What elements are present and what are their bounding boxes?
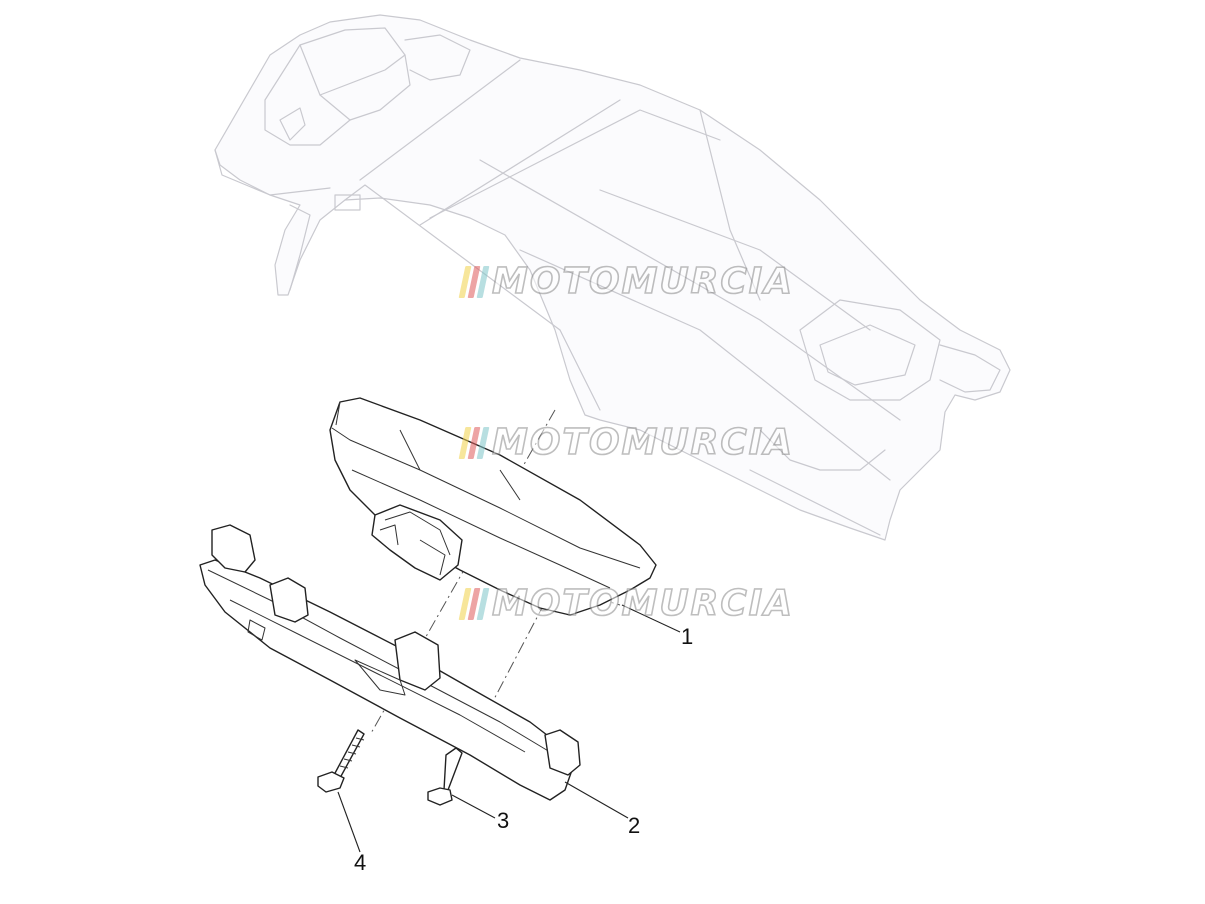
screw-short-part: [427, 747, 463, 806]
mounting-bracket-part: [199, 524, 581, 801]
callout-3: 3: [497, 808, 510, 833]
watermark-logo: MOTOMURCIA: [458, 583, 795, 624]
callout-4: 4: [354, 850, 367, 875]
leader-1: [621, 604, 681, 633]
watermark-text: MOTOMURCIA: [491, 422, 795, 463]
watermark-stripes: [458, 427, 490, 459]
watermark-text: MOTOMURCIA: [491, 261, 795, 302]
leader-2: [564, 781, 629, 819]
callout-leaders: [337, 604, 681, 853]
screw-long-part: [317, 729, 365, 793]
watermark-stripes: [458, 266, 490, 298]
watermark-text: MOTOMURCIA: [491, 583, 795, 624]
watermark-stripes: [458, 588, 490, 620]
watermark-logo: MOTOMURCIA: [458, 422, 795, 463]
leader-3: [451, 794, 496, 819]
callout-1: 1: [681, 624, 694, 649]
callout-2: 2: [628, 813, 641, 838]
handlebar-cover-ghost: [214, 14, 1011, 541]
leader-4: [337, 791, 361, 853]
instrument-cluster-part: [329, 397, 657, 616]
watermark-logo: MOTOMURCIA: [458, 261, 795, 302]
